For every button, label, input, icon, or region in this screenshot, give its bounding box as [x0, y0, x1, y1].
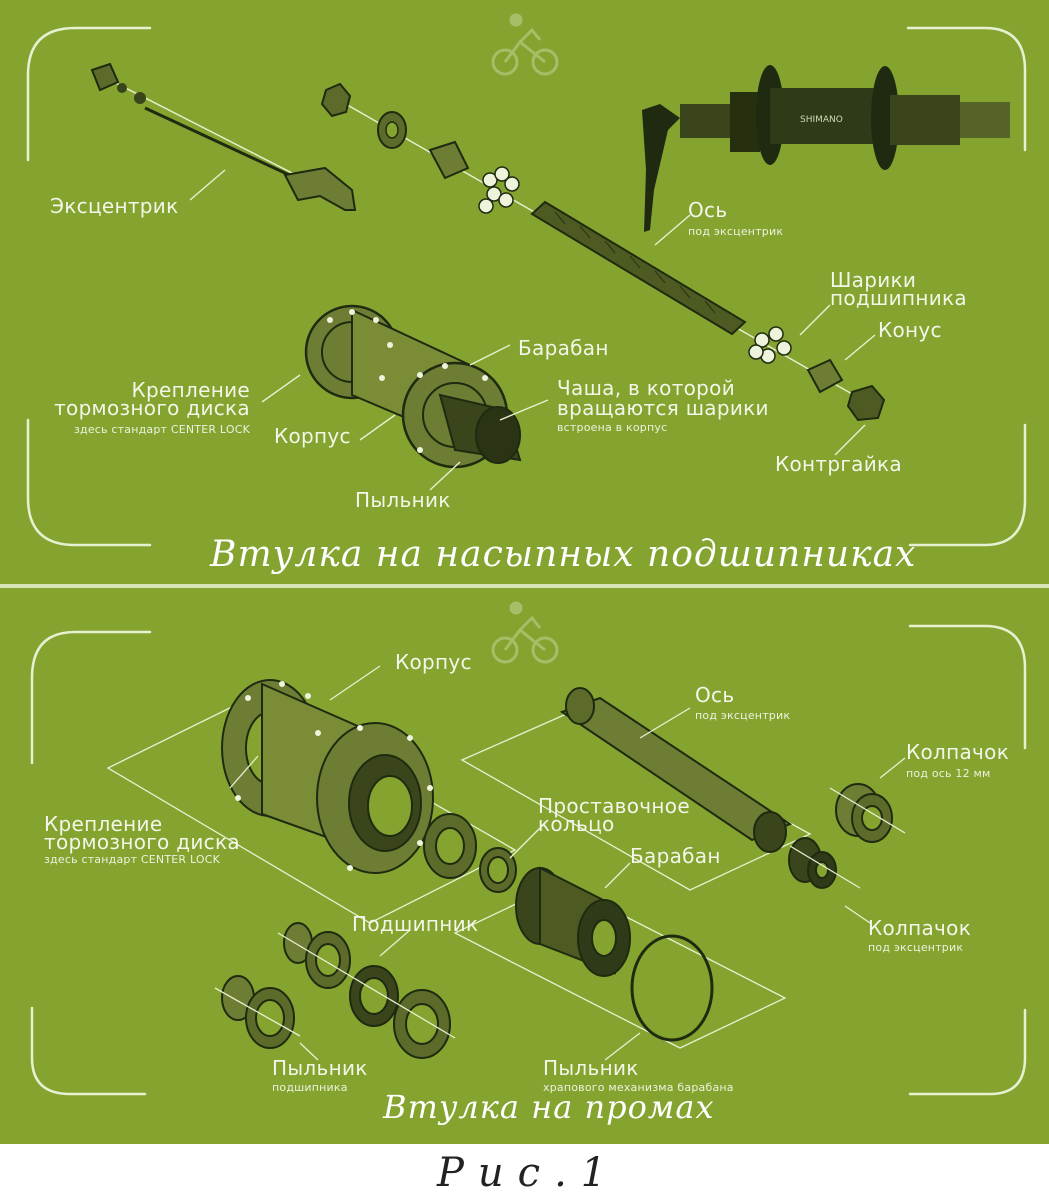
panel-divider — [0, 584, 1049, 588]
label-locknut: Контргайка — [775, 452, 902, 476]
freehub-drum — [515, 866, 631, 977]
label-balls-line1: Шарики — [830, 268, 917, 292]
ratchet-seal-ring — [630, 934, 714, 1042]
label-brake-mount-line1: Крепление — [131, 378, 250, 402]
bottom-bearings — [221, 922, 451, 1059]
label-cup-note: встроена в корпус — [557, 421, 668, 434]
label-drum: Барабан — [630, 844, 721, 868]
label-ratchet-seal-note: храпового механизма барабана — [543, 1081, 734, 1094]
cartridge-hub-drawing — [30, 601, 1027, 1096]
label-brake-mount-note: здесь стандарт CENTER LOCK — [73, 423, 250, 436]
label-cup-line1: Чаша, в которой — [557, 376, 736, 400]
panel-cartridge-bearing-hub: Корпус Ось под эксцентрик Колпачок под о… — [0, 588, 1049, 1144]
label-spacer-line2: кольцо — [538, 812, 615, 836]
label-spacer-line1: Проставочное — [538, 794, 690, 818]
label-axle-note: под эксцентрик — [695, 709, 791, 722]
label-cap-12: Колпачок — [906, 740, 1010, 764]
label-balls-line2: подшипника — [830, 286, 967, 310]
label-ratchet-seal: Пыльник — [543, 1056, 639, 1080]
loose-ball-hub-drawing: SHIMANO — [26, 13, 1027, 547]
label-brake-mount-line2: тормозного диска — [54, 396, 250, 420]
title-cartridge-bearing-hub: Втулка на промах — [383, 1088, 715, 1126]
label-cap-qr: Колпачок — [868, 916, 972, 940]
label-brake-mount-line1: Крепление — [44, 812, 163, 836]
hub-body — [221, 679, 434, 874]
axle — [559, 687, 793, 853]
label-cup-line2: вращаются шарики — [557, 396, 769, 420]
title-loose-ball-hub: Втулка на насыпных подшипниках — [210, 534, 917, 575]
axle-rod — [530, 200, 747, 336]
cyclist-icon — [491, 601, 559, 664]
panel-loose-ball-hub: SHIMANO — [0, 0, 1049, 584]
frame-corner-bottom-right — [908, 423, 1027, 547]
frame-corner-top-right — [906, 26, 1027, 152]
hub-body — [304, 304, 522, 469]
label-brake-mount-note: здесь стандарт CENTER LOCK — [44, 853, 221, 866]
label-bearing-seal-note: подшипника — [272, 1081, 348, 1094]
label-brake-mount-line2: тормозного диска — [44, 830, 240, 854]
label-axle-note: под эксцентрик — [688, 225, 784, 238]
label-cap-qr-note: под эксцентрик — [868, 941, 964, 954]
bearing-rings — [423, 813, 517, 893]
label-cap-12-note: под ось 12 мм — [906, 767, 991, 780]
label-drum: Барабан — [518, 336, 609, 360]
label-body: Корпус — [395, 650, 472, 674]
frame-corner-bottom-left — [30, 1006, 147, 1096]
cyclist-icon — [491, 13, 559, 76]
frame-corner-bottom-left — [26, 418, 152, 547]
end-caps — [788, 783, 893, 889]
label-cone: Конус — [878, 318, 942, 342]
label-body: Корпус — [274, 424, 351, 448]
right-bearing-parts — [748, 326, 886, 422]
brand-text: SHIMANO — [800, 115, 843, 125]
assembled-hub-photo: SHIMANO — [642, 65, 1010, 232]
label-bearing: Подшипник — [352, 912, 479, 936]
label-eccentric: Эксцентрик — [50, 194, 179, 218]
skewer — [90, 62, 357, 211]
label-bearing-seal: Пыльник — [272, 1056, 368, 1080]
frame-corner-top-left — [30, 630, 152, 765]
left-bearing-parts — [320, 82, 520, 214]
figure-caption: Рис.1 — [437, 1150, 621, 1196]
label-dust-cap: Пыльник — [355, 488, 451, 512]
label-axle: Ось — [688, 198, 728, 222]
frame-corner-top-left — [26, 26, 152, 162]
frame-corner-bottom-right — [908, 1008, 1027, 1096]
frame-corner-top-right — [908, 624, 1027, 750]
label-axle: Ось — [695, 683, 735, 707]
